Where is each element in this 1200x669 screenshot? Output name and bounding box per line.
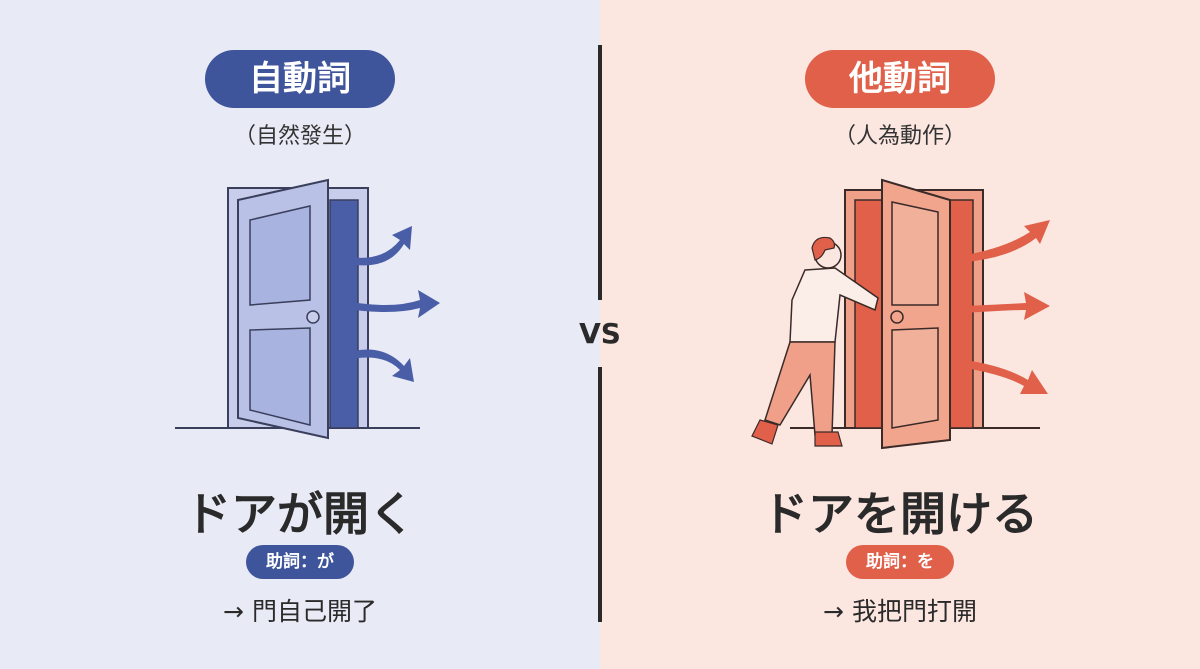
intransitive-title-pill: 自動詞 [205, 50, 395, 108]
person-pushing-door-icon [751, 178, 1050, 450]
transitive-particle-badge: 助詞：を [846, 545, 954, 579]
vs-label: VS [579, 317, 621, 350]
intransitive-subtitle: （自然發生） [233, 124, 366, 149]
center-divider-bottom [598, 367, 602, 622]
transitive-title-pill: 他動詞 [805, 50, 995, 108]
intransitive-panel: 自動詞 （自然發生） ドアが開く 助詞：が → 門自己開了 [0, 0, 600, 669]
door-opening-icon [175, 178, 440, 440]
intransitive-particle-badge: 助詞：が [246, 545, 354, 579]
transitive-subtitle: （人為動作） [833, 124, 966, 149]
transitive-translation: → 我把門打開 [823, 597, 977, 626]
transitive-phrase: ドアを開ける [762, 487, 1038, 541]
intransitive-translation: → 門自己開了 [223, 597, 377, 626]
intransitive-phrase: ドアが開く [185, 487, 415, 541]
center-divider-top [598, 45, 602, 300]
transitive-panel: 他動詞 （人為動作） ドアを開ける 助詞：を → 我把門打開 [600, 0, 1200, 669]
